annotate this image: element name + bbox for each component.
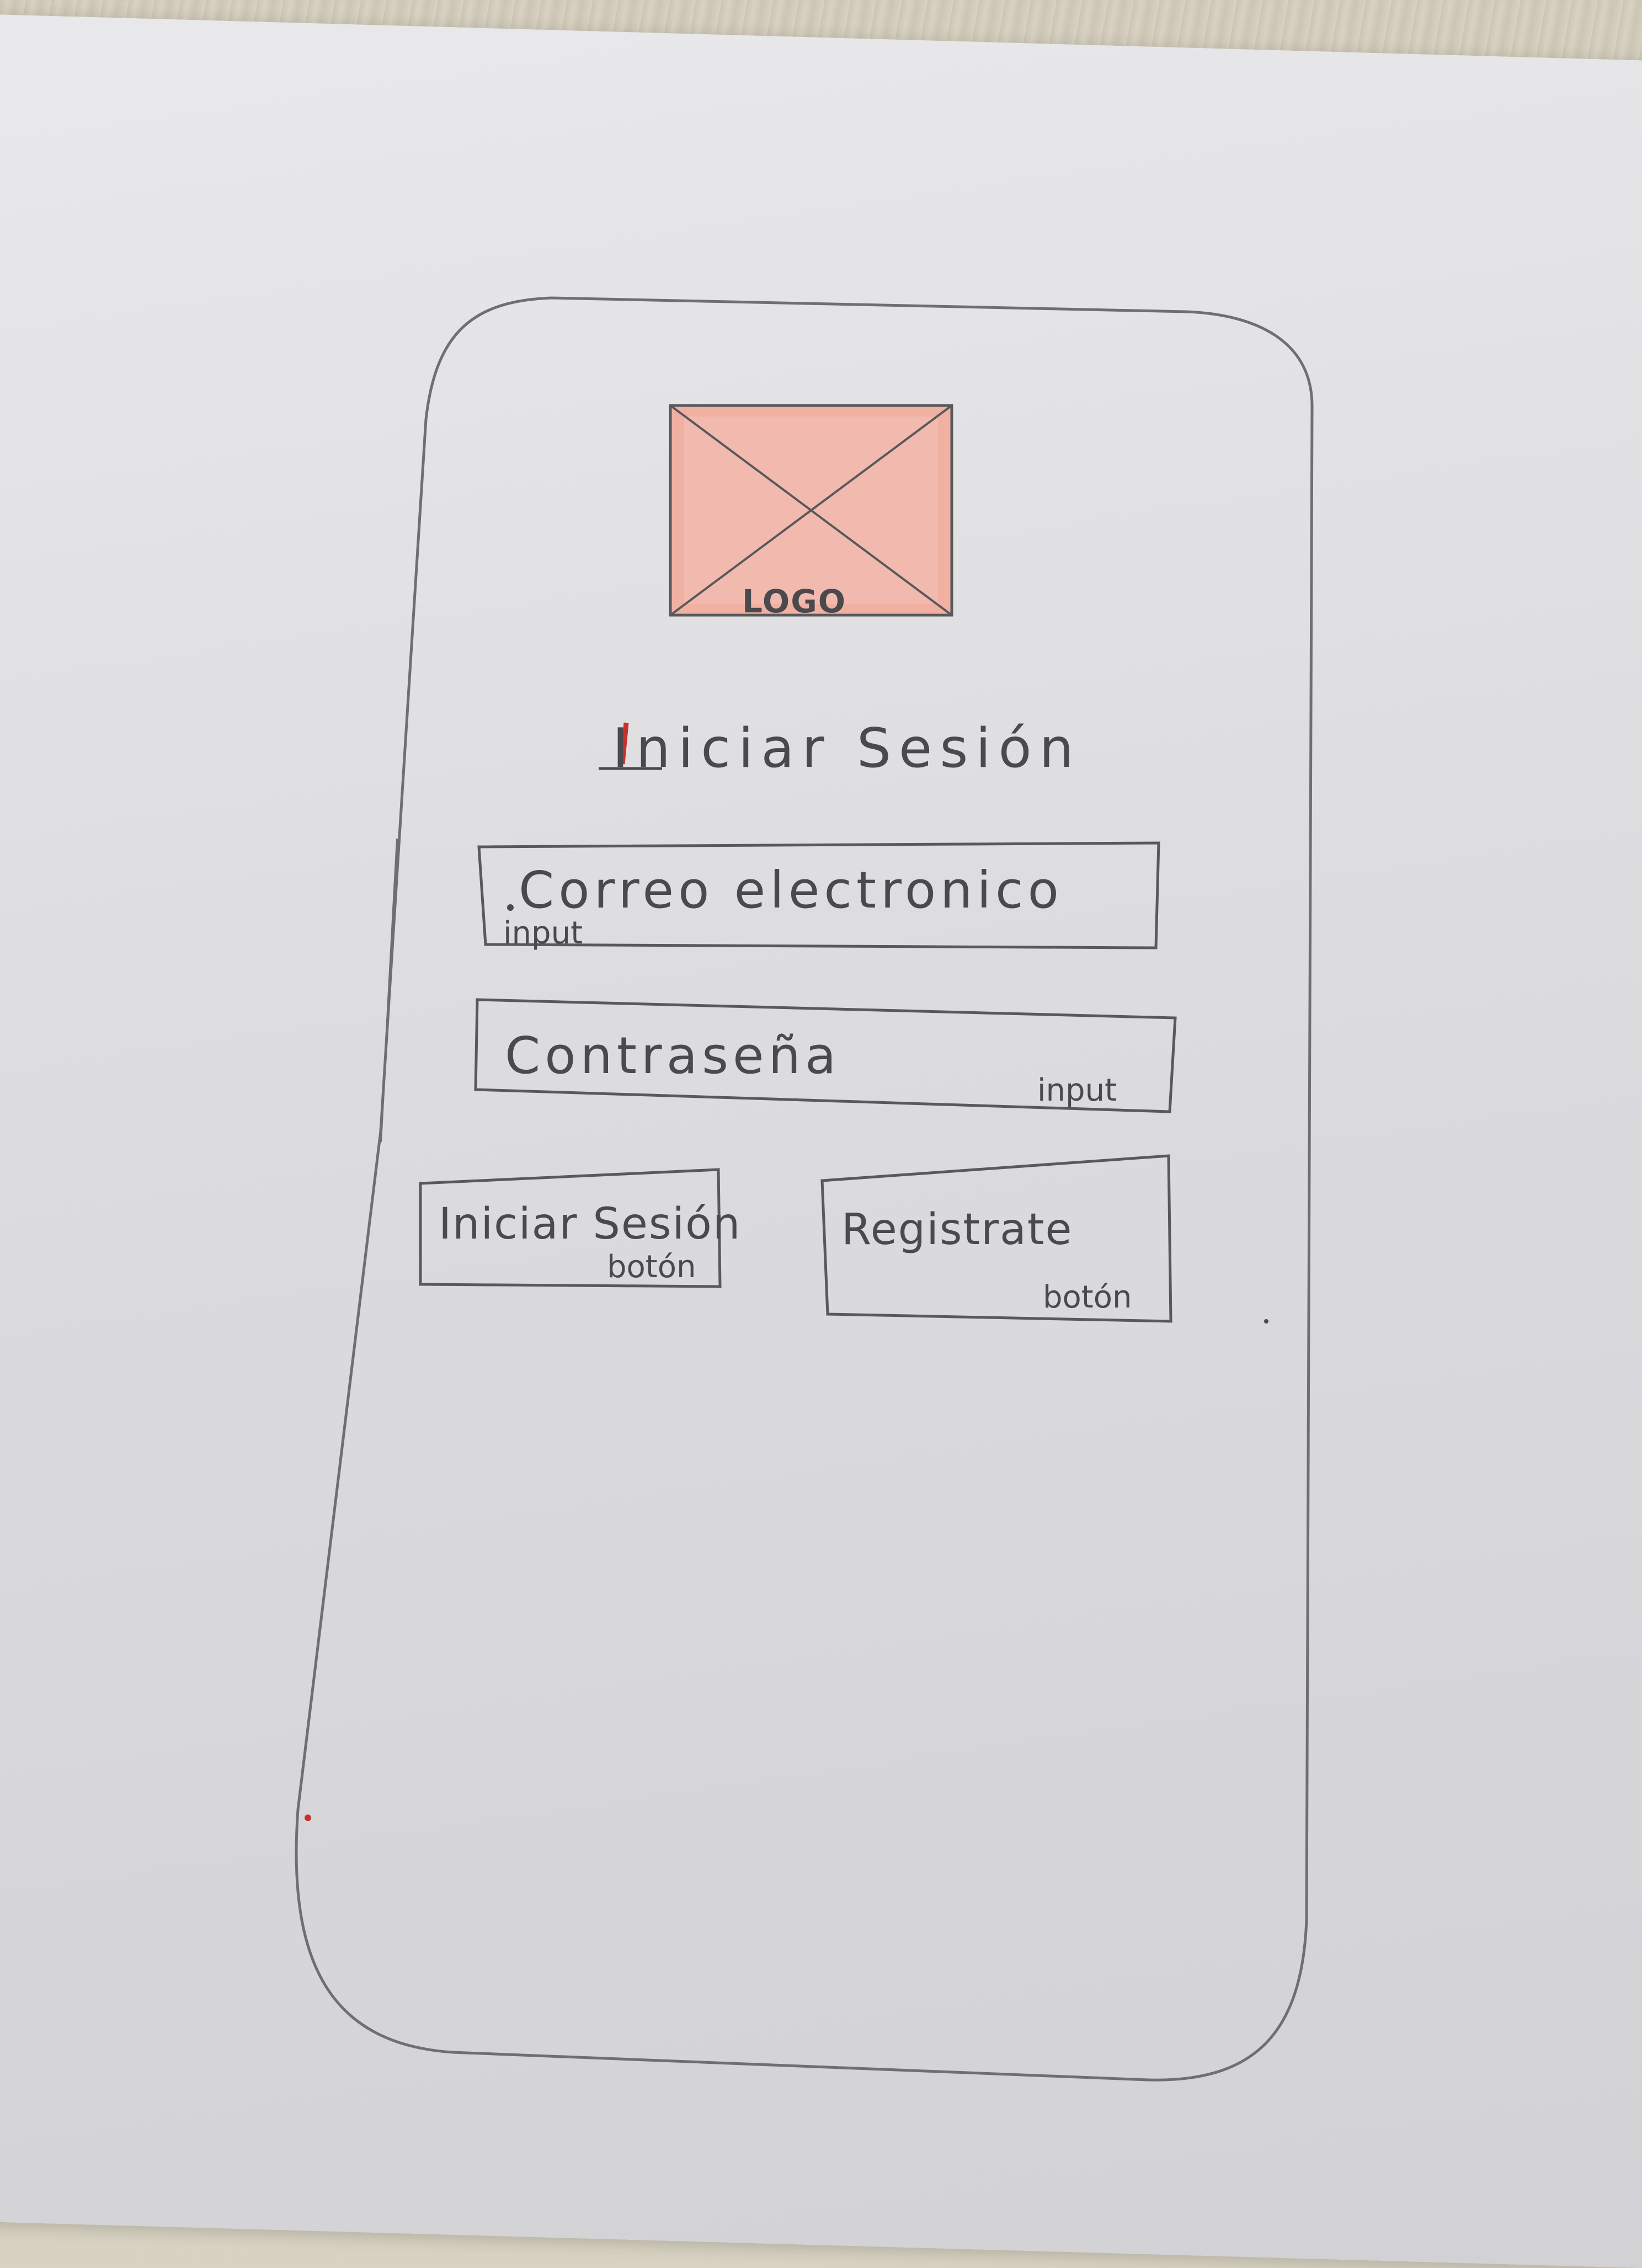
- login-button-label: Iniciar Sesión: [439, 1199, 741, 1249]
- phone-frame: [295, 296, 1314, 2082]
- pencil-speck: [1264, 1319, 1268, 1324]
- logo-placeholder: LOGO: [669, 404, 953, 620]
- password-field-label: Contraseña: [505, 1026, 840, 1085]
- red-pencil-mark: [620, 722, 629, 765]
- register-button[interactable]: Registrate botón: [820, 1154, 1172, 1323]
- logo-cross-line: [669, 404, 953, 616]
- page-title: Iniciar Sesión: [612, 717, 1081, 780]
- email-field-type-note: input: [503, 915, 583, 951]
- email-field[interactable]: Correo electronico input: [477, 841, 1160, 951]
- wireframe-sketch: LOGO Iniciar Sesión Correo electronico i…: [295, 296, 1314, 2082]
- email-field-label: Correo electronico: [519, 861, 1063, 920]
- logo-label: LOGO: [742, 583, 846, 620]
- red-speck: [305, 1815, 311, 1821]
- password-field[interactable]: Contraseña input: [474, 998, 1177, 1113]
- login-button[interactable]: Iniciar Sesión botón: [419, 1168, 741, 1288]
- register-button-label: Registrate: [841, 1205, 1073, 1255]
- password-field-type-note: input: [1037, 1072, 1117, 1108]
- register-button-type-note: botón: [1043, 1279, 1132, 1315]
- stray-line: [380, 838, 398, 1143]
- login-button-type-note: botón: [607, 1249, 696, 1285]
- page-title-group: Iniciar Sesión: [599, 717, 1081, 780]
